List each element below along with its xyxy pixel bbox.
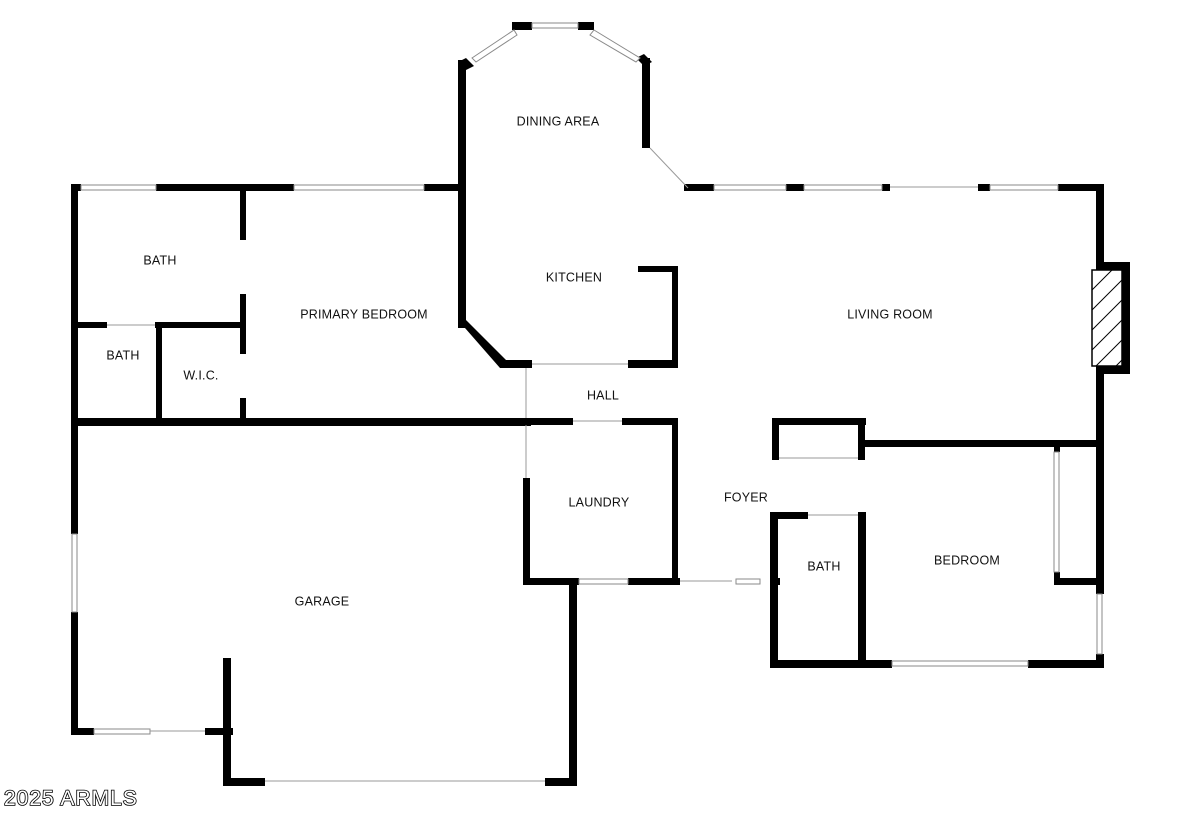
windows (71, 22, 1103, 782)
room-label-wic: W.I.C. (183, 368, 218, 382)
room-label-bedroom: BEDROOM (934, 553, 1000, 567)
fireplace-icon (1091, 269, 1123, 367)
room-label-foyer: FOYER (724, 490, 768, 504)
room-label-dining-area: DINING AREA (517, 114, 600, 128)
watermark-text: 2025 ARMLS (4, 787, 138, 810)
room-label-garage: GARAGE (295, 594, 350, 608)
walls (71, 22, 1130, 786)
room-label-bath-right: BATH (807, 559, 840, 573)
room-label-bath-upper-left: BATH (143, 253, 176, 267)
room-label-laundry: LAUNDRY (569, 495, 630, 509)
room-labels: DINING AREA KITCHEN LIVING ROOM BATH BAT… (106, 114, 1000, 608)
room-label-bath-lower-left: BATH (106, 348, 139, 362)
room-label-kitchen: KITCHEN (546, 270, 602, 284)
room-label-hall: HALL (587, 388, 619, 402)
room-label-primary-bedroom: PRIMARY BEDROOM (300, 307, 428, 321)
room-label-living-room: LIVING ROOM (847, 307, 933, 321)
